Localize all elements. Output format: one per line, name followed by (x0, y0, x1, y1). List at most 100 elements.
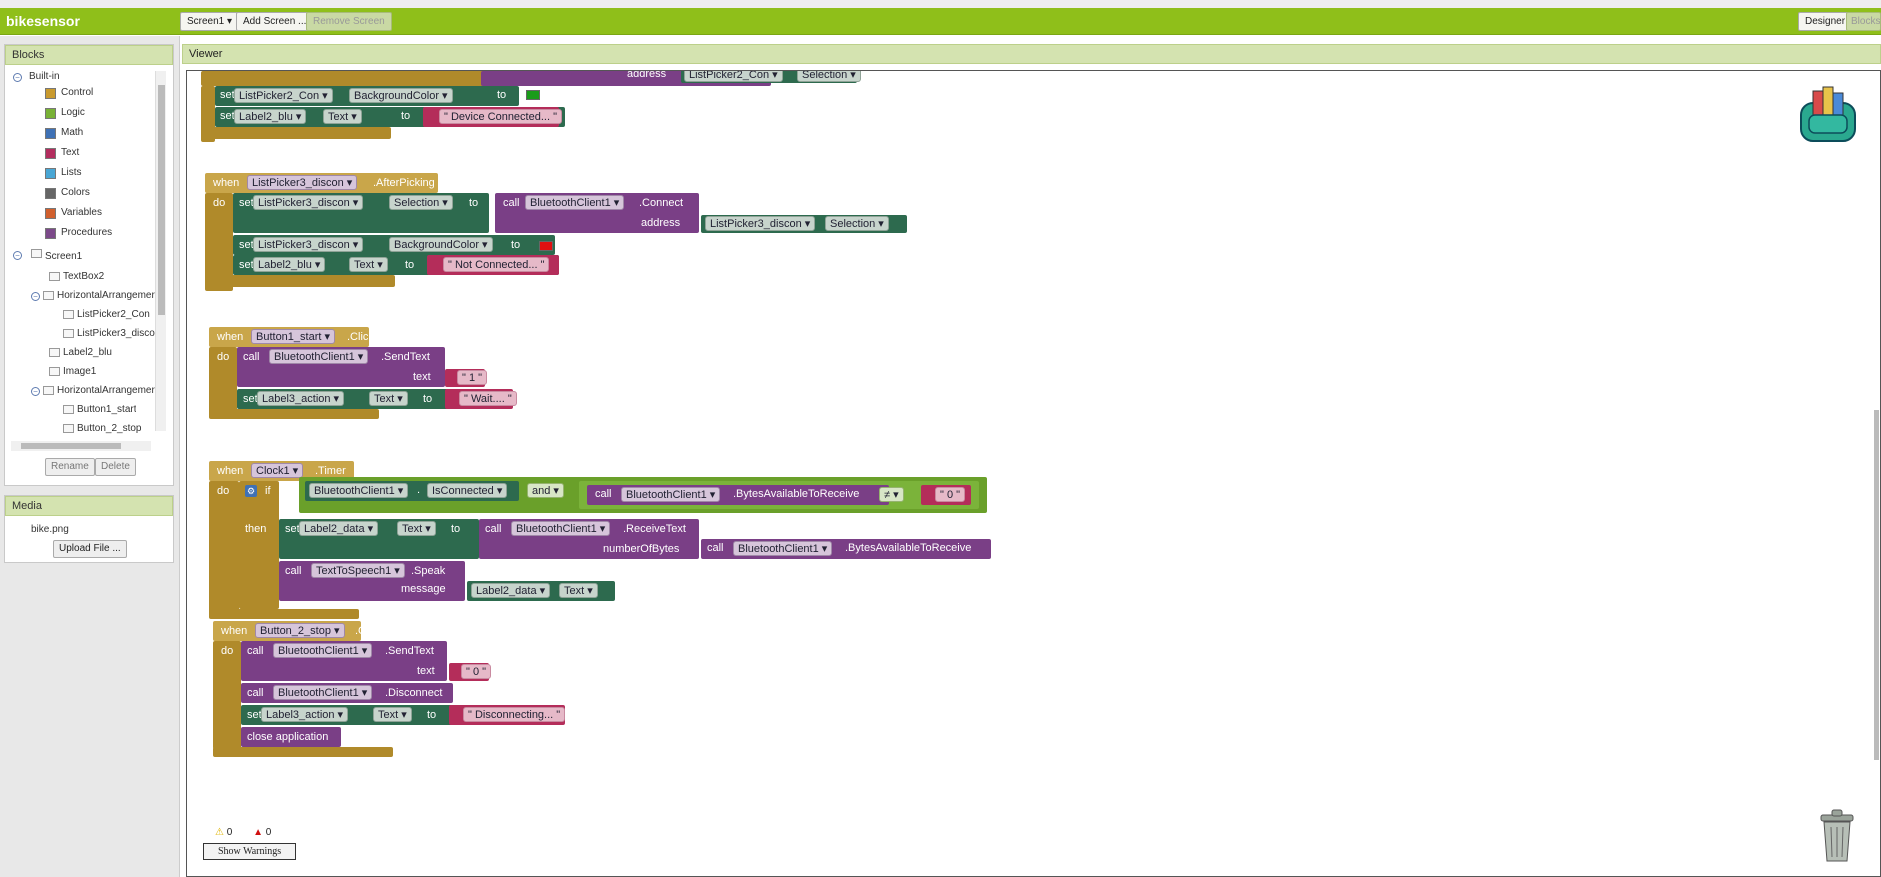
text-value[interactable]: " Not Connected... " (443, 257, 550, 272)
color-red-block[interactable] (539, 241, 553, 251)
component-item[interactable]: ListPicker2_Con (77, 309, 150, 320)
builtin-logic[interactable]: Logic (61, 107, 85, 118)
upload-file-button[interactable]: Upload File ... (53, 540, 127, 558)
component-dropdown[interactable]: ListPicker3_discon ▾ (705, 216, 816, 231)
blocks-workspace[interactable]: address ListPicker2_Con ▾ Selection ▾ se… (186, 70, 1881, 877)
color-green-block[interactable] (526, 90, 540, 100)
component-dropdown[interactable]: ListPicker3_discon ▾ (253, 195, 364, 210)
backpack-icon[interactable] (1797, 85, 1859, 145)
component-dropdown[interactable]: BluetoothClient1 ▾ (273, 685, 373, 700)
property-dropdown[interactable]: Text ▾ (397, 521, 436, 536)
component-item[interactable]: TextBox2 (63, 271, 105, 282)
component-dropdown[interactable]: Label2_blu ▾ (253, 257, 326, 272)
compare-operator-dropdown[interactable]: ≠ ▾ (879, 487, 904, 502)
property-dropdown[interactable]: Text ▾ (373, 707, 412, 722)
collapse-toggle-icon[interactable]: − (31, 292, 40, 301)
component-dropdown[interactable]: ListPicker2_Con ▾ (234, 88, 333, 103)
remove-screen-button[interactable]: Remove Screen (306, 12, 392, 31)
component-item[interactable]: ListPicker3_discor (77, 328, 155, 339)
text-value[interactable]: " 1 " (457, 370, 488, 385)
property-dropdown[interactable]: BackgroundColor ▾ (349, 88, 453, 103)
workspace-scrollbar[interactable] (1874, 410, 1879, 760)
collapse-toggle-icon[interactable]: − (31, 387, 40, 396)
text-value[interactable]: " Wait.... " (459, 391, 517, 406)
blocks-button[interactable]: Blocks (1846, 12, 1881, 31)
component-dropdown[interactable]: BluetoothClient1 ▾ (269, 349, 369, 364)
component-dropdown[interactable]: Label3_action ▾ (261, 707, 349, 722)
component-item[interactable]: Label2_blu (63, 347, 112, 358)
to-label: to (511, 239, 521, 251)
screen-icon (31, 249, 42, 258)
component-dropdown[interactable]: ListPicker2_Con ▾ (684, 71, 783, 82)
component-item[interactable]: Button_2_stop (77, 423, 142, 434)
component-item[interactable]: Button1_start (77, 404, 137, 415)
component-dropdown[interactable]: BluetoothClient1 ▾ (309, 483, 409, 498)
collapse-toggle-icon[interactable]: − (13, 251, 22, 260)
property-dropdown[interactable]: IsConnected ▾ (427, 483, 508, 498)
component-dropdown[interactable]: ListPicker3_discon ▾ (253, 237, 364, 252)
text-value[interactable]: " Disconnecting... " (463, 707, 566, 722)
event-block-side (209, 481, 239, 617)
scroll-thumb[interactable] (21, 443, 121, 449)
and-dropdown[interactable]: and ▾ (527, 483, 564, 498)
component-icon (49, 367, 60, 376)
component-dropdown[interactable]: BluetoothClient1 ▾ (273, 643, 373, 658)
component-dropdown[interactable]: BluetoothClient1 ▾ (525, 195, 625, 210)
builtin-text[interactable]: Text (61, 147, 80, 158)
property-dropdown[interactable]: BackgroundColor ▾ (389, 237, 493, 252)
tree-screen1[interactable]: Screen1 (45, 251, 83, 262)
text-value[interactable]: " Device Connected... " (439, 109, 562, 124)
property-dropdown[interactable]: Text ▾ (349, 257, 388, 272)
component-dropdown[interactable]: BluetoothClient1 ▾ (621, 487, 721, 502)
scroll-thumb[interactable] (158, 85, 165, 315)
screen-select[interactable]: Screen1 ▾ (180, 12, 240, 31)
top-strip (0, 0, 1881, 8)
event-block-bottom (201, 127, 391, 139)
show-warnings-button[interactable]: Show Warnings (203, 843, 297, 860)
builtin-variables[interactable]: Variables (61, 207, 102, 218)
builtin-math[interactable]: Math (61, 127, 84, 138)
component-dropdown[interactable]: BluetoothClient1 ▾ (511, 521, 611, 536)
builtin-procedures[interactable]: Procedures (61, 227, 113, 238)
component-dropdown[interactable]: BluetoothClient1 ▾ (733, 541, 833, 556)
component-dropdown[interactable]: TextToSpeech1 ▾ (311, 563, 405, 578)
component-item[interactable]: HorizontalArrangemer (57, 290, 155, 301)
warning-count-area: ⚠ 0 ▲ 0 (215, 827, 271, 838)
component-dropdown[interactable]: Label2_blu ▾ (234, 109, 307, 124)
component-dropdown[interactable]: Label2_data ▾ (471, 583, 551, 598)
text-value[interactable]: " 0 " (935, 487, 966, 502)
builtin-lists[interactable]: Lists (61, 167, 82, 178)
component-item[interactable]: HorizontalArrangemer (57, 385, 155, 396)
property-dropdown[interactable]: Text ▾ (323, 109, 362, 124)
tree-builtin[interactable]: Built-in (29, 71, 60, 82)
if-block[interactable] (239, 481, 279, 609)
property-dropdown[interactable]: Selection ▾ (389, 195, 453, 210)
trash-icon[interactable] (1817, 809, 1857, 863)
property-dropdown[interactable]: Selection ▾ (825, 216, 889, 231)
collapse-toggle-icon[interactable]: − (13, 73, 22, 82)
designer-button[interactable]: Designer (1798, 12, 1853, 31)
component-dropdown[interactable]: Button_2_stop ▾ (255, 623, 345, 638)
builtin-colors[interactable]: Colors (61, 187, 90, 198)
component-dropdown[interactable]: ListPicker3_discon ▾ (247, 175, 358, 190)
close-application-block[interactable] (241, 727, 341, 747)
component-dropdown[interactable]: Button1_start ▾ (251, 329, 336, 344)
component-item[interactable]: Image1 (63, 366, 97, 377)
builtin-control[interactable]: Control (61, 87, 94, 98)
tree-hscrollbar[interactable] (11, 441, 151, 451)
rename-button[interactable]: Rename (45, 458, 95, 476)
add-screen-button[interactable]: Add Screen ... (236, 12, 314, 31)
text-value[interactable]: " 0 " (461, 664, 492, 679)
component-dropdown[interactable]: Clock1 ▾ (251, 463, 304, 478)
property-dropdown[interactable]: Selection ▾ (797, 71, 861, 82)
property-dropdown[interactable]: Text ▾ (369, 391, 408, 406)
component-icon (49, 272, 60, 281)
component-dropdown[interactable]: Label2_data ▾ (299, 521, 379, 536)
property-dropdown[interactable]: Text ▾ (559, 583, 598, 598)
media-file[interactable]: bike.png (31, 524, 69, 535)
delete-button[interactable]: Delete (95, 458, 136, 476)
set-label: set (239, 259, 254, 271)
component-dropdown[interactable]: Label3_action ▾ (257, 391, 345, 406)
tree-vscrollbar[interactable] (155, 71, 166, 431)
mutator-gear-icon[interactable]: ⚙ (245, 485, 257, 497)
